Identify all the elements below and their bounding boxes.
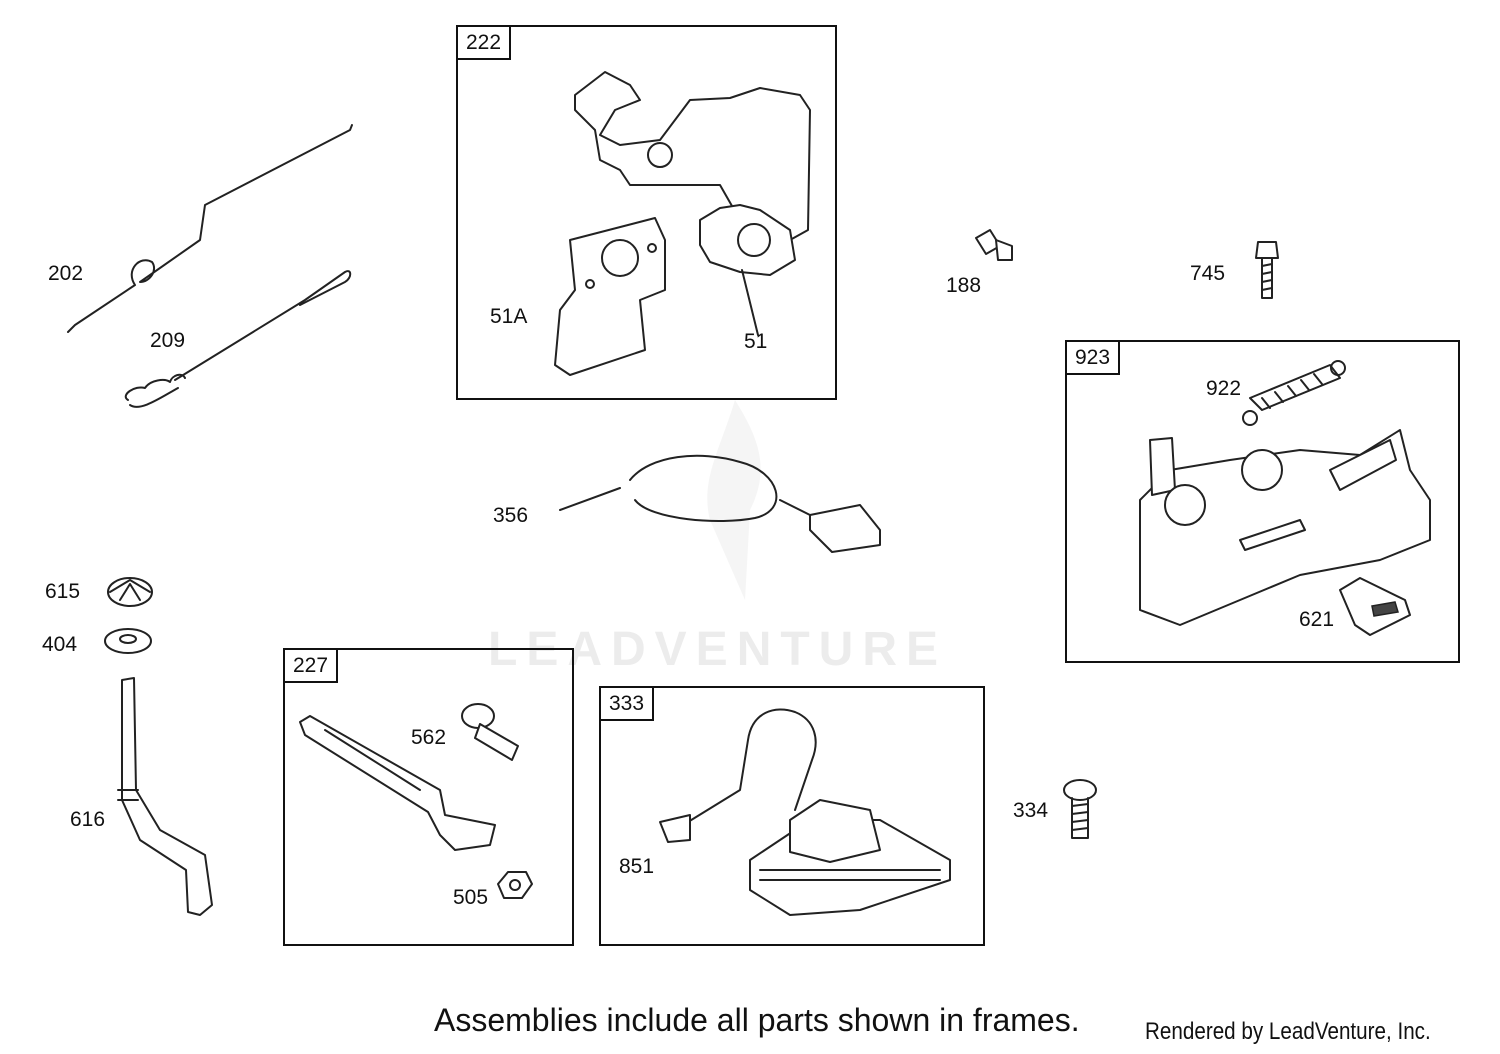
bolt-334 <box>1063 779 1097 839</box>
part-label-745: 745 <box>1190 262 1226 285</box>
part-label-851: 851 <box>619 855 655 878</box>
part-label-922: 922 <box>1206 377 1242 400</box>
part-label-562: 562 <box>411 726 447 749</box>
render-credit: Rendered by LeadVenture, Inc. <box>1145 1018 1431 1045</box>
screw-562 <box>461 703 519 761</box>
ground-wire-356 <box>559 454 881 553</box>
part-label-356: 356 <box>493 504 529 527</box>
extension-spring-922 <box>1242 360 1346 426</box>
assembly-frame-222: 222 <box>456 25 837 400</box>
frame-tag-222: 222 <box>458 27 512 60</box>
frame-tag-923: 923 <box>1067 342 1121 375</box>
assembly-frame-333: 333 <box>599 686 985 946</box>
assembly-frame-227: 227 <box>283 648 574 946</box>
gasket-51a <box>554 217 666 376</box>
control-lever-227 <box>299 715 496 851</box>
nut-505 <box>497 871 533 899</box>
ignition-armature-333 <box>659 708 951 916</box>
clip-621 <box>1339 577 1411 636</box>
part-label-615: 615 <box>45 580 81 603</box>
part-label-621: 621 <box>1299 608 1335 631</box>
part-label-404: 404 <box>42 633 78 656</box>
screw-188 <box>975 229 1013 261</box>
part-label-209: 209 <box>150 329 186 352</box>
lever-616 <box>117 677 213 916</box>
carburetor-control-bracket <box>574 71 811 336</box>
part-label-51a: 51A <box>490 305 528 328</box>
part-label-51: 51 <box>744 330 768 353</box>
leadventure-logo-watermark <box>707 400 761 600</box>
nut-615 <box>107 577 153 607</box>
part-label-334: 334 <box>1013 799 1049 822</box>
part-label-188: 188 <box>946 274 982 297</box>
governor-link-202 <box>67 124 353 333</box>
washer-404 <box>104 628 152 654</box>
part-label-202: 202 <box>48 262 84 285</box>
governor-control-plate <box>1139 429 1431 626</box>
spring-link-209 <box>124 270 352 408</box>
bolt-745 <box>1255 241 1279 299</box>
assembly-frame-923: 923 <box>1065 340 1460 663</box>
frame-tag-227: 227 <box>285 650 339 683</box>
part-label-616: 616 <box>70 808 106 831</box>
assemblies-note: Assemblies include all parts shown in fr… <box>434 1002 1080 1038</box>
part-label-505: 505 <box>453 886 489 909</box>
frame-tag-333: 333 <box>601 688 655 721</box>
